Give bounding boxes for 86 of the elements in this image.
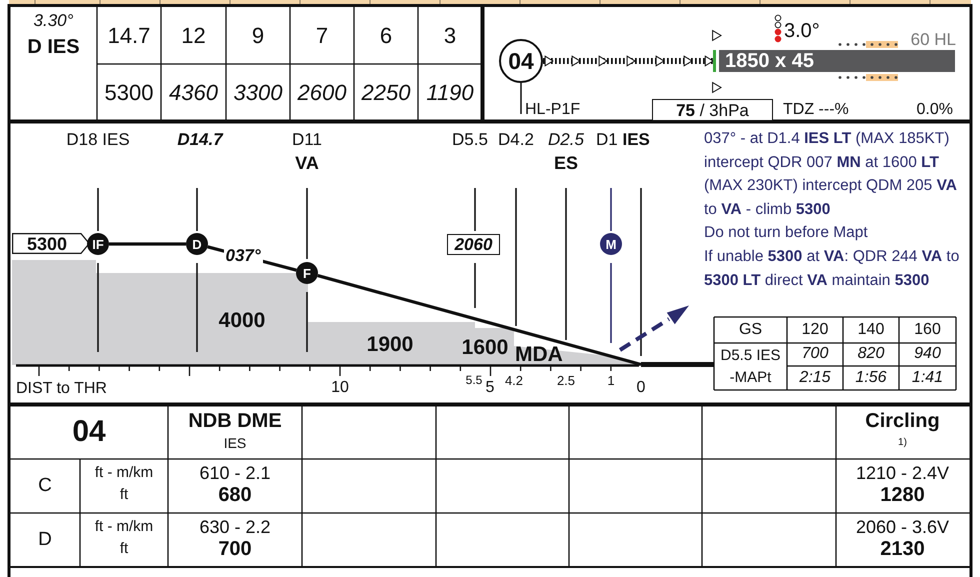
slope-value: 0.0% bbox=[916, 101, 953, 120]
speed-value: 160 bbox=[914, 320, 941, 340]
minima-value: 2130 bbox=[880, 538, 925, 561]
axis-tick-label: 5.5 bbox=[466, 374, 482, 388]
axis-tick-label: 5 bbox=[486, 378, 494, 398]
unit-label: ft bbox=[120, 540, 128, 558]
minima-value: 700 bbox=[218, 538, 252, 561]
minima-value: 630 - 2.2 bbox=[199, 516, 271, 538]
runway-bar: 1850 x 45 bbox=[713, 50, 955, 72]
unit-label: ft - m/km bbox=[94, 464, 154, 482]
altitude-value: 2250 bbox=[362, 80, 410, 106]
column-header: NDB DME bbox=[188, 410, 282, 432]
axis-title: DIST to THR bbox=[16, 380, 107, 398]
lighting-code: HL-P1F bbox=[525, 101, 580, 120]
distance-value: 14.7 bbox=[108, 23, 150, 49]
procedure-note: If unable 5300 at VA: QDR 244 VA to 5300 LT direct VA maintain 5300 bbox=[704, 246, 960, 291]
fix-marker: F bbox=[296, 262, 318, 284]
edge-label: 037° bbox=[224, 246, 263, 266]
category-label: C bbox=[38, 475, 52, 497]
glide-angle: 3.30° bbox=[34, 10, 74, 30]
papi-angle: 3.0° bbox=[784, 20, 820, 42]
altitude-tag: 5300 bbox=[12, 233, 90, 254]
axis-tick-label: 10 bbox=[331, 378, 349, 398]
unit-label: ft bbox=[120, 486, 128, 504]
lighting-label: 60 HL bbox=[910, 30, 956, 50]
altitude-value: 3300 bbox=[234, 80, 282, 106]
distance-value: 9 bbox=[252, 23, 264, 49]
fix-label: D5.5 bbox=[452, 130, 488, 150]
time-value: 1:41 bbox=[912, 368, 944, 388]
fix-marker: IF bbox=[87, 233, 109, 255]
descent-path bbox=[109, 242, 186, 246]
qnh-box: 75 / 3hPa bbox=[652, 99, 773, 121]
fix-label: D18 IES bbox=[66, 130, 130, 150]
fix-label: D4.2 bbox=[498, 130, 534, 150]
unit-label: ft - m/km bbox=[94, 518, 154, 536]
mda-label: MDA bbox=[515, 344, 563, 364]
runway-circle: 04 bbox=[499, 39, 543, 83]
fix-marker: M bbox=[600, 233, 622, 255]
fix-label: D14.7 bbox=[177, 130, 223, 150]
altitude-value: 4360 bbox=[169, 80, 218, 106]
fix-label: D1 IES bbox=[596, 130, 650, 150]
minima-value: 680 bbox=[218, 484, 252, 507]
descent-path bbox=[317, 274, 642, 366]
row-header: D5.5 IES -MAPt bbox=[719, 346, 782, 388]
fix-label: D2.5 bbox=[548, 130, 584, 150]
axis-tick-label: 4.2 bbox=[504, 374, 524, 388]
altitude-value: 5300 bbox=[104, 80, 154, 106]
procedure-note: 037° - at D1.4 IES LT (MAX 185KT) intercept QDR 007 MN at 1600 LT (MAX 230KT) intercept QDM 205 VA to VA - climb 5300 bbox=[704, 129, 958, 220]
column-header: Circling bbox=[865, 410, 940, 432]
fix-name: VA bbox=[295, 152, 319, 174]
axis-tick-label: 1 bbox=[607, 374, 615, 388]
descent-rate: 700 bbox=[802, 345, 828, 364]
altitude-value: 2600 bbox=[298, 80, 346, 106]
tdz-label: TDZ ---% bbox=[783, 101, 849, 120]
altitude-value: 1900 bbox=[366, 332, 414, 358]
column-header: GS bbox=[738, 320, 762, 340]
fix-label: D11 bbox=[292, 130, 322, 150]
footnote-mark: 1) bbox=[898, 437, 907, 449]
column-subheader: IES bbox=[224, 434, 246, 452]
distance-value: 12 bbox=[181, 23, 206, 49]
time-value: 1:56 bbox=[855, 368, 887, 388]
distance-value: 3 bbox=[444, 23, 456, 49]
axis-tick-label: 0 bbox=[636, 378, 646, 398]
altitude-value: 4000 bbox=[218, 308, 266, 334]
row-header: D IES bbox=[27, 36, 80, 58]
minima-value: 610 - 2.1 bbox=[199, 462, 271, 484]
approach-lights-line bbox=[543, 56, 713, 66]
altitude-value: 1190 bbox=[426, 80, 474, 106]
fix-name: ES bbox=[554, 152, 578, 174]
altitude-box: 2060 bbox=[447, 234, 500, 255]
time-value: 2:15 bbox=[799, 368, 831, 388]
altitude-value: 1600 bbox=[462, 336, 508, 358]
fix-marker: D bbox=[186, 233, 208, 255]
descent-rate: 820 bbox=[858, 345, 884, 364]
minima-value: 2060 - 3.6V bbox=[856, 516, 950, 538]
distance-value: 6 bbox=[380, 23, 392, 49]
procedure-note: Do not turn before Mapt bbox=[704, 223, 869, 244]
minima-value: 1280 bbox=[880, 484, 925, 507]
minima-value: 1210 - 2.4V bbox=[856, 462, 950, 484]
descent-rate: 940 bbox=[914, 345, 941, 364]
category-label: D bbox=[38, 529, 52, 551]
speed-value: 120 bbox=[802, 320, 828, 340]
speed-value: 140 bbox=[858, 320, 884, 340]
axis-tick-label: 2.5 bbox=[556, 374, 576, 388]
runway-number: 04 bbox=[72, 414, 106, 450]
distance-value: 7 bbox=[316, 23, 328, 49]
